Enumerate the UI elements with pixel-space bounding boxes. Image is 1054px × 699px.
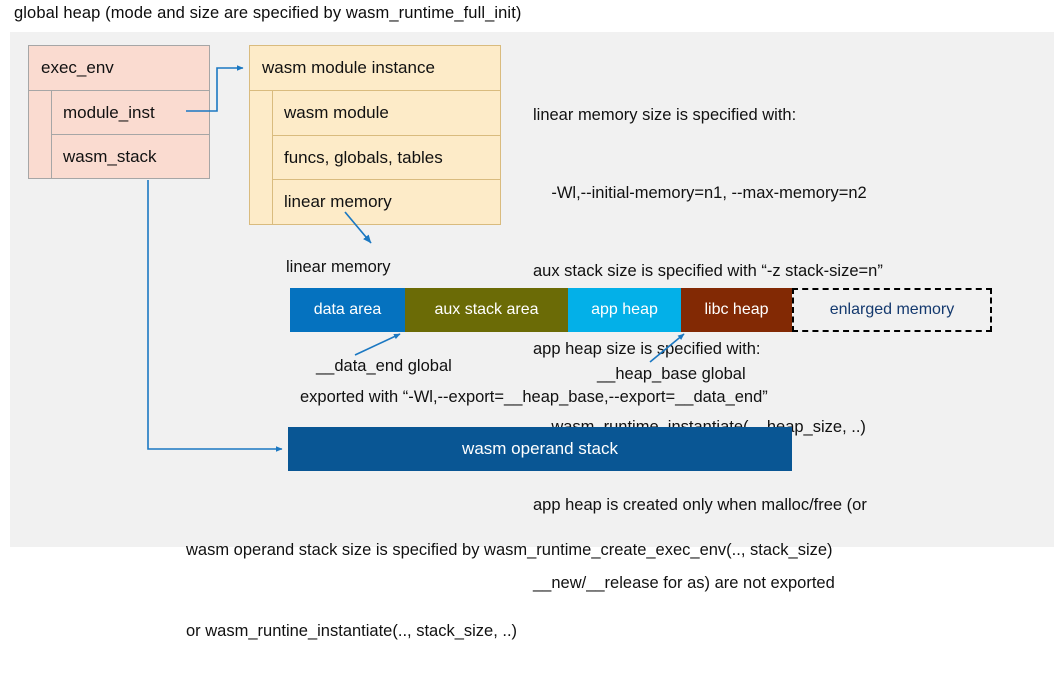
note-line: aux stack size is specified with “-z sta… bbox=[533, 262, 883, 280]
segment-data-area: data area bbox=[290, 288, 405, 332]
note-line: wasm operand stack size is specified by … bbox=[186, 541, 833, 559]
note-line: linear memory size is specified with: bbox=[533, 106, 797, 124]
wasm-operand-stack-box: wasm operand stack bbox=[288, 427, 792, 471]
memory-notes-block: linear memory size is specified with: -W… bbox=[533, 50, 1033, 648]
segment-aux-stack-area: aux stack area bbox=[405, 288, 568, 332]
exec-env-wasm-stack-row: wasm_stack bbox=[63, 147, 157, 166]
wasm-module-instance-box: wasm module instance wasm module funcs, … bbox=[249, 45, 501, 225]
annotation-data-end: __data_end global bbox=[316, 357, 452, 375]
exec-env-indent-gutter bbox=[29, 91, 52, 179]
segment-libc-heap: libc heap bbox=[681, 288, 792, 332]
segment-enlarged-memory: enlarged memory bbox=[792, 288, 992, 332]
exec-env-box: exec_env module_inst wasm_stack bbox=[28, 45, 210, 179]
note-line: app heap is created only when malloc/fre… bbox=[533, 496, 867, 514]
page-title: global heap (mode and size are specified… bbox=[14, 4, 522, 22]
linear-memory-row: linear memory bbox=[284, 192, 392, 211]
wasm-module-row: wasm module bbox=[272, 91, 500, 136]
funcs-globals-tables-row: funcs, globals, tables bbox=[272, 136, 500, 180]
exec-env-module-inst-row: module_inst bbox=[51, 91, 209, 135]
operand-stack-notes-block: wasm operand stack size is specified by … bbox=[186, 483, 833, 699]
note-line: app heap size is specified with: bbox=[533, 340, 761, 358]
linear-memory-label: linear memory bbox=[286, 258, 391, 276]
wasm-module-instance-indent-gutter bbox=[250, 91, 273, 224]
annotation-exported-with: exported with “-Wl,--export=__heap_base,… bbox=[300, 388, 768, 406]
exec-env-title: exec_env bbox=[29, 46, 209, 91]
wasm-module-instance-title: wasm module instance bbox=[250, 46, 500, 91]
note-line: or wasm_runtine_instantiate(.., stack_si… bbox=[186, 622, 518, 640]
note-line: -Wl,--initial-memory=n1, --max-memory=n2 bbox=[533, 184, 867, 202]
annotation-heap-base: __heap_base global bbox=[597, 365, 746, 383]
segment-app-heap: app heap bbox=[568, 288, 681, 332]
diagram-canvas: global heap (mode and size are specified… bbox=[10, 4, 1054, 640]
